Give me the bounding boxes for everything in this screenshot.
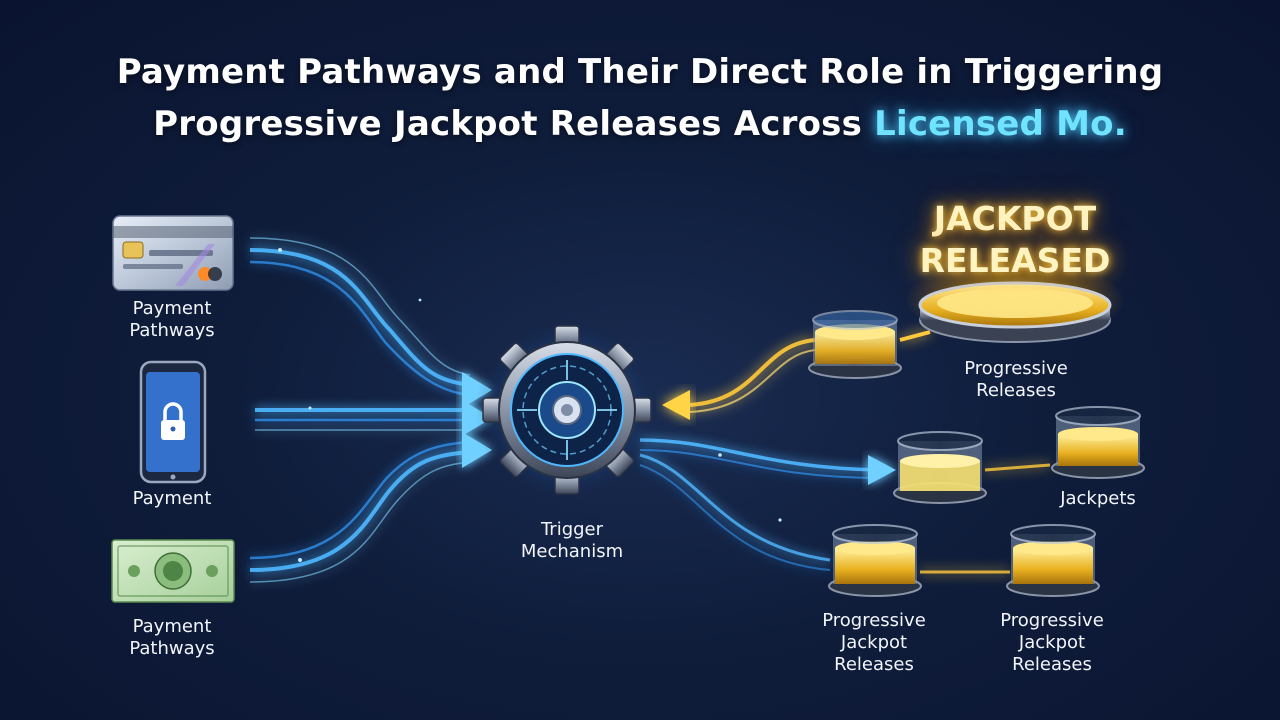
pj-left-line-1: Progressive bbox=[822, 610, 926, 631]
arrow-head-gold bbox=[662, 390, 690, 420]
jackpot-banner-line-2: RELEASED bbox=[919, 241, 1111, 280]
card-label: Payment Pathways bbox=[72, 298, 272, 342]
arrow-head-right bbox=[868, 455, 896, 485]
pj-right-line-3: Releases bbox=[1012, 654, 1092, 675]
cash-label-line-1: Payment bbox=[132, 616, 212, 637]
arrow-head-bottom bbox=[462, 432, 492, 468]
title-line-1: Payment Pathways and Their Direct Role i… bbox=[116, 52, 1164, 92]
banknote-icon bbox=[111, 539, 235, 603]
progressive-releases-line-2: Releases bbox=[976, 380, 1056, 401]
jackpets-line-1: Jackpets bbox=[1060, 488, 1136, 509]
jackpot-pot-icon bbox=[905, 260, 1125, 343]
jackpets-label: Jackpets bbox=[998, 488, 1198, 510]
gear-icon bbox=[475, 318, 659, 502]
pj-right-line-1: Progressive bbox=[1000, 610, 1104, 631]
gold-flows bbox=[689, 330, 1051, 574]
progressive-releases-label: Progressive Releases bbox=[916, 358, 1116, 402]
pj-releases-left-label: Progressive Jackpot Releases bbox=[774, 610, 974, 676]
cylinder-bottom-left bbox=[828, 524, 922, 597]
trigger-mechanism-label: Trigger Mechanism bbox=[472, 519, 672, 563]
cylinder-middle-right bbox=[1051, 406, 1145, 479]
arrow-head-top bbox=[462, 372, 492, 408]
card-label-line-2: Pathways bbox=[129, 320, 215, 341]
progressive-releases-line-1: Progressive bbox=[964, 358, 1068, 379]
jackpot-released-banner: JACKPOT RELEASED bbox=[890, 198, 1140, 282]
cylinder-middle-left bbox=[893, 431, 987, 504]
jackpot-banner-line-1: JACKPOT bbox=[933, 199, 1097, 238]
phone-label-line-1: Payment bbox=[132, 488, 212, 509]
outgoing-flows bbox=[639, 438, 881, 571]
pj-releases-right-label: Progressive Jackpot Releases bbox=[952, 610, 1152, 676]
trigger-label-line-2: Mechanism bbox=[520, 541, 624, 562]
page-title: Payment Pathways and Their Direct Role i… bbox=[0, 46, 1280, 150]
cylinder-top-left bbox=[808, 310, 902, 379]
pj-left-line-2: Jackpot bbox=[840, 632, 908, 653]
cylinder-bottom-right bbox=[1006, 524, 1100, 597]
cash-label: Payment Pathways bbox=[72, 616, 272, 660]
incoming-payment-flows bbox=[249, 237, 471, 583]
phone-label: Payment bbox=[72, 488, 272, 510]
card-label-line-1: Payment bbox=[132, 298, 212, 319]
pj-right-line-2: Jackpot bbox=[1018, 632, 1086, 653]
title-line-2: Progressive Jackpot Releases Across bbox=[153, 104, 875, 144]
pj-left-line-3: Releases bbox=[834, 654, 914, 675]
sparkles bbox=[278, 248, 782, 562]
trigger-label-line-1: Trigger bbox=[540, 519, 604, 540]
credit-card-icon bbox=[112, 215, 234, 291]
smartphone-lock-icon bbox=[139, 360, 207, 484]
title-accent: Licensed Mo. bbox=[874, 104, 1127, 144]
cash-label-line-2: Pathways bbox=[129, 638, 215, 659]
